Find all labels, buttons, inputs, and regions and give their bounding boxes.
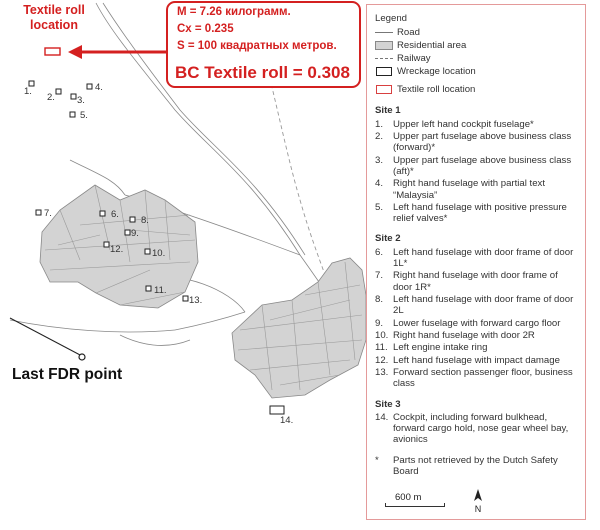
site-2-item: 6.Left hand fuselage with door frame of … (375, 246, 574, 270)
footnote: * Parts not retrieved by the Dutch Safet… (375, 454, 558, 478)
scale-label: 600 m (395, 492, 422, 503)
site-1-title: Site 1 (375, 105, 401, 117)
site-2-title: Site 2 (375, 233, 401, 245)
legend-item-textile: Textile roll location (375, 83, 579, 96)
wreckage-label-6: 6. (111, 209, 119, 220)
wreckage-label-9: 9. (131, 228, 139, 239)
legend-title: Legend (375, 13, 408, 24)
site-3-title: Site 3 (375, 398, 401, 410)
legend-label-wreckage: Wreckage location (397, 66, 476, 78)
site-2-item: 11.Left engine intake ring (375, 342, 488, 354)
wreckage-label-5: 5. (80, 110, 88, 121)
wreckage-label-4: 4. (95, 82, 103, 93)
wreckage-label-3: 3. (77, 95, 85, 106)
annotation-area: S = 100 квадратных метров. (177, 40, 337, 52)
wreckage-marker-11 (145, 285, 152, 292)
wreckage-label-7: 7. (44, 208, 52, 219)
legend-item-road: Road (375, 26, 579, 39)
residential-area-symbol-icon (375, 40, 393, 51)
legend-label-road: Road (397, 27, 420, 39)
scale-bar: 600 m (385, 491, 465, 509)
site-2-item: 8.Left hand fuselage with door frame of … (375, 294, 574, 317)
site-1-item: 5.Left hand fuselage with positive press… (375, 201, 567, 225)
legend-item-wreckage: Wreckage location (375, 65, 579, 78)
north-label: N (474, 504, 482, 514)
site-1-item: 2.Upper part fuselage above business cla… (375, 130, 572, 154)
textile-roll-location-label: Textile roll location (23, 3, 85, 32)
legend-label-railway: Railway (397, 53, 431, 65)
residential-area-west (39, 184, 199, 309)
wreckage-marker-6 (99, 210, 106, 217)
last-fdr-point-label: Last FDR point (12, 366, 123, 383)
wreckage-marker-14 (269, 405, 285, 415)
legend-label-residential: Residential area (397, 40, 467, 52)
annotation-mass: M = 7.26 килограмм. (177, 6, 291, 18)
site-2-item: 10.Right hand fuselage with door 2R (375, 329, 535, 341)
annotation-arrow (68, 45, 166, 59)
wreckage-marker-2 (55, 88, 62, 95)
legend-item-residential: Residential area (375, 39, 579, 52)
wreckage-label-8: 8. (141, 215, 149, 226)
site-2-item: 9.Lower fuselage with forward cargo floo… (375, 317, 561, 329)
site-1-item: 4.Right hand fuselage with partial text … (375, 178, 545, 201)
wreckage-symbol-icon (375, 66, 393, 77)
north-arrow-icon: N (471, 489, 485, 514)
wreckage-marker-12 (103, 241, 110, 248)
site-1-item: 3.Upper part fuselage above business cla… (375, 154, 572, 177)
wreckage-label-14: 14. (280, 415, 294, 426)
site-3-item: 14.Cockpit, including forward bulkhead, … (375, 411, 569, 446)
road-symbol-icon (375, 27, 393, 38)
wreckage-marker-10 (144, 248, 151, 255)
site-2-item: 13.Forward section passenger floor, busi… (375, 366, 573, 390)
ballistic-coefficient-annotation: M = 7.26 килограмм. Cx = 0.235 S = 100 к… (166, 1, 361, 88)
wreckage-markers (28, 80, 285, 415)
wreckage-marker-7 (35, 209, 42, 216)
site-2-item: 7.Right hand fuselage with door frame of… (375, 270, 558, 293)
wreckage-label-11: 11. (154, 285, 167, 296)
scale-bar-graphic (385, 503, 445, 507)
wreckage-label-13: 13. (189, 295, 203, 306)
annotation-result: BC Textile roll = 0.308 (175, 63, 350, 82)
textile-roll-symbol-icon (375, 84, 393, 95)
wreckage-marker-4 (86, 83, 93, 90)
wreckage-marker-13 (182, 295, 189, 302)
legend-panel: Legend Road Residential area Railway Wre… (366, 4, 586, 520)
residential-area-east (231, 257, 367, 399)
wreckage-label-2: 2. (47, 92, 55, 103)
wreckage-label-12: 12. (110, 244, 124, 255)
last-fdr-point-marker (9, 317, 86, 361)
wreckage-marker-5 (69, 111, 76, 118)
textile-roll-marker (44, 47, 61, 56)
wreckage-label-1: 1. (24, 86, 32, 97)
legend-item-railway: Railway (375, 52, 579, 65)
wreckage-marker-8 (129, 216, 136, 223)
wreckage-label-10: 10. (152, 248, 166, 259)
legend-label-textile: Textile roll location (397, 84, 476, 96)
wreckage-marker-1 (28, 80, 35, 87)
wreckage-marker-9 (124, 229, 131, 236)
site-1-item: 1.Upper left hand cockpit fuselage* (375, 118, 534, 130)
railway-symbol-icon (375, 53, 393, 64)
site-2-item: 12.Left hand fuselage with impact damage (375, 354, 560, 366)
annotation-drag-coefficient: Cx = 0.235 (177, 23, 234, 35)
wreckage-marker-3 (70, 93, 77, 100)
